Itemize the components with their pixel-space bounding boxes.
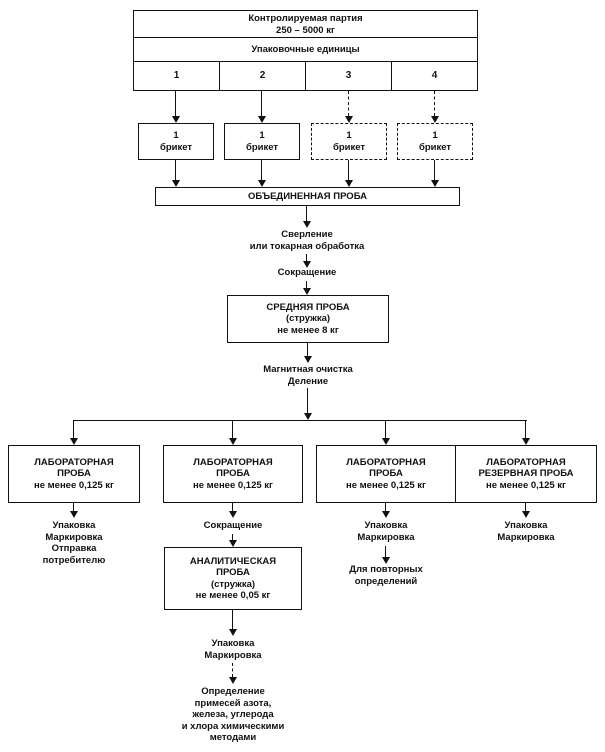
col3-purpose-label: Для повторных определений [349, 564, 423, 587]
col2-determination-label: Определение примесей азота, железа, угле… [181, 686, 285, 743]
col4-packaging-label: Упаковка Маркировка [497, 520, 555, 543]
arrow-lab3-out-line [385, 503, 386, 511]
lab-sample-label-2: ЛАБОРАТОРНАЯ ПРОБА не менее 0,125 кг [192, 456, 274, 491]
arrow-magnetic-split-head [304, 413, 312, 420]
arrow-lab2-out-head [229, 511, 237, 518]
arrow-unit3-briquette3-line [348, 91, 349, 116]
arrow-average-magnetic-head [304, 356, 312, 363]
arrow-branch4-line [525, 420, 526, 438]
briquette-label-1: 1 брикет [159, 130, 193, 153]
arrow-combined-drilling-line [306, 206, 307, 221]
packing-units-box: Упаковочные единицы [133, 37, 478, 63]
analytical-sample-box: АНАЛИТИЧЕСКАЯ ПРОБА (стружка) не менее 0… [164, 547, 302, 610]
arrow-unit4-briquette4-head [431, 116, 439, 123]
col2-packaging-label: Упаковка Маркировка [204, 638, 262, 661]
arrow-branch2-head [229, 438, 237, 445]
arrow-branch4-head [522, 438, 530, 445]
arrow-briquette2-combined-line [261, 160, 262, 180]
arrow-packaging-determination-head [229, 677, 237, 684]
arrow-col3-packaging-purpose-head [382, 557, 390, 564]
packing-units-label: Упаковочные единицы [251, 44, 360, 56]
reduction-step-label: Сокращение [277, 267, 337, 278]
arrow-analytical-packaging-line [232, 610, 233, 629]
lab-sample-box-3: ЛАБОРАТОРНАЯ ПРОБА не менее 0,125 кг [316, 445, 456, 503]
arrow-col3-packaging-purpose-line [385, 546, 386, 557]
controlled-lot-label: Контролируемая партия 250 – 5000 кг [248, 13, 363, 36]
arrow-unit3-briquette3-head [345, 116, 353, 123]
arrow-briquette3-combined-line [348, 160, 349, 180]
arrow-unit1-briquette1-line [175, 91, 176, 116]
analytical-sample-label: АНАЛИТИЧЕСКАЯ ПРОБА (стружка) не менее 0… [189, 555, 277, 602]
arrow-branch3-line [385, 420, 386, 438]
arrow-unit1-briquette1-head [172, 116, 180, 123]
unit-cell-3: 3 [306, 62, 392, 90]
arrow-briquette1-combined-line [175, 160, 176, 180]
lab-sample-label-3: ЛАБОРАТОРНАЯ ПРОБА не менее 0,125 кг [345, 456, 427, 491]
unit-cell-1: 1 [134, 62, 220, 90]
arrow-briquette4-combined-head [431, 180, 439, 187]
arrow-drilling-reduction-line [306, 254, 307, 261]
arrow-branch1-line [73, 420, 74, 438]
arrow-branch3-head [382, 438, 390, 445]
arrow-unit4-briquette4-line [434, 91, 435, 116]
arrow-briquette4-combined-line [434, 160, 435, 180]
briquette-box-4: 1 брикет [397, 123, 473, 160]
arrow-lab4-out-head [522, 511, 530, 518]
controlled-lot-box: Контролируемая партия 250 – 5000 кг [133, 10, 478, 39]
unit-cell-2: 2 [220, 62, 306, 90]
arrow-col2-reduction-analytical-head [229, 540, 237, 547]
briquette-label-2: 1 брикет [245, 130, 279, 153]
average-sample-label: СРЕДНЯЯ ПРОБА (стружка) не менее 8 кг [266, 301, 350, 336]
arrow-average-magnetic-line [307, 343, 308, 356]
arrow-analytical-packaging-head [229, 629, 237, 636]
arrow-packaging-determination-line [232, 663, 233, 677]
lab-reserve-sample-label: ЛАБОРАТОРНАЯ РЕЗЕРВНАЯ ПРОБА не менее 0,… [478, 456, 574, 491]
arrow-unit2-briquette2-head [258, 116, 266, 123]
col1-actions-label: Упаковка Маркировка Отправка потребителю [42, 520, 106, 566]
drilling-step-label: Сверление или токарная обработка [249, 229, 365, 252]
briquette-box-1: 1 брикет [138, 123, 214, 160]
briquette-box-2: 1 брикет [224, 123, 300, 160]
packing-units-row: 1 2 3 4 [133, 61, 478, 91]
briquette-box-3: 1 брикет [311, 123, 387, 160]
arrow-branch2-line [232, 420, 233, 438]
arrow-lab1-out-head [70, 511, 78, 518]
arrow-lab1-out-line [73, 503, 74, 511]
arrow-lab2-out-line [232, 503, 233, 511]
col3-packaging-label: Упаковка Маркировка [357, 520, 415, 543]
arrow-briquette1-combined-head [172, 180, 180, 187]
lab-sample-box-2: ЛАБОРАТОРНАЯ ПРОБА не менее 0,125 кг [163, 445, 303, 503]
briquette-label-4: 1 брикет [418, 130, 452, 153]
distribution-line [74, 420, 527, 421]
arrow-drilling-reduction-head [303, 261, 311, 268]
lab-reserve-sample-box: ЛАБОРАТОРНАЯ РЕЗЕРВНАЯ ПРОБА не менее 0,… [455, 445, 597, 503]
arrow-combined-drilling-head [303, 221, 311, 228]
arrow-lab4-out-line [525, 503, 526, 511]
arrow-unit2-briquette2-line [261, 91, 262, 116]
arrow-lab3-out-head [382, 511, 390, 518]
arrow-briquette3-combined-head [345, 180, 353, 187]
arrow-briquette2-combined-head [258, 180, 266, 187]
combined-sample-box: ОБЪЕДИНЕННАЯ ПРОБА [155, 187, 460, 206]
average-sample-box: СРЕДНЯЯ ПРОБА (стружка) не менее 8 кг [227, 295, 389, 343]
lab-sample-box-1: ЛАБОРАТОРНАЯ ПРОБА не менее 0,125 кг [8, 445, 140, 503]
arrow-magnetic-split-line [307, 388, 308, 413]
arrow-branch1-head [70, 438, 78, 445]
unit-cell-4: 4 [431, 70, 438, 82]
combined-sample-label: ОБЪЕДИНЕННАЯ ПРОБА [247, 190, 368, 202]
briquette-label-3: 1 брикет [332, 130, 366, 153]
arrow-col2-reduction-analytical-line [232, 534, 233, 540]
arrow-reduction-average-line [306, 281, 307, 288]
arrow-reduction-average-head [303, 288, 311, 295]
magnetic-cleaning-label: Магнитная очистка Деление [263, 364, 353, 387]
col2-reduction-label: Сокращение [203, 520, 263, 531]
lab-sample-label-1: ЛАБОРАТОРНАЯ ПРОБА не менее 0,125 кг [33, 456, 115, 491]
